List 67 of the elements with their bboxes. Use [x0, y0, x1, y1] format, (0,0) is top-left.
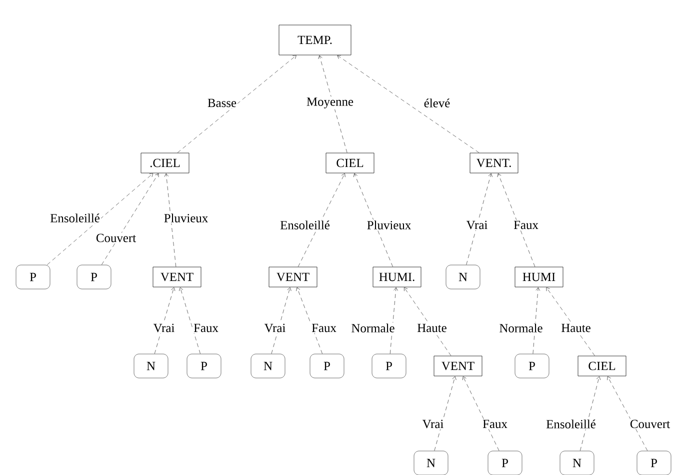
edge-label: Normale [350, 322, 396, 334]
branch-line [46, 173, 154, 265]
edge-label: Vrai [152, 322, 176, 334]
edge-label: Couvert [628, 418, 672, 430]
edge-label: Haute [416, 322, 448, 334]
branch-line [462, 376, 500, 451]
branch-line [296, 287, 323, 354]
edge-label: Faux [192, 322, 220, 334]
edge-label: Faux [512, 220, 540, 230]
edge-label: Vrai [465, 220, 489, 230]
branch-line [607, 376, 648, 451]
leaf-box: P [186, 354, 222, 378]
branch-line [178, 287, 200, 354]
leaf-box: P [514, 354, 550, 378]
edge-label: Faux [310, 322, 338, 334]
leaf-box: N [134, 354, 168, 378]
decision-box: VENT. [470, 152, 518, 174]
branch-line [434, 376, 456, 451]
leaf-box: P [372, 354, 406, 378]
branch-line [466, 173, 492, 265]
edge-label: Ensoleillé [279, 220, 331, 230]
branch-line [390, 287, 398, 354]
edge-label: Couvert [94, 232, 138, 244]
decision-box: VENT [434, 356, 482, 376]
leaf-box: P [636, 450, 672, 475]
edge-label: Moyenne [306, 96, 355, 110]
decision-box: TEMP. [278, 24, 352, 56]
decision-box: CIEL [326, 152, 374, 174]
edge-label: Haute [560, 322, 592, 334]
branch-line [353, 173, 393, 267]
leaf-box: P [488, 450, 522, 475]
leaf-box: N [560, 450, 594, 475]
branch-line [164, 173, 176, 267]
edge-label: Ensoleillé [49, 212, 101, 224]
leaf-box: N [446, 264, 480, 290]
edge-label: Basse [206, 98, 238, 108]
branch-line [580, 376, 601, 451]
decision-box: HUMI [514, 266, 564, 288]
leaf-box: P [16, 264, 50, 290]
leaf-box: N [250, 354, 286, 378]
edge-label: Normale [498, 322, 544, 334]
branch-line [271, 287, 292, 354]
leaf-box: N [414, 450, 448, 475]
decision-box: CIEL [578, 356, 626, 376]
branch-line [154, 287, 176, 354]
decision-box: .CIEL [140, 152, 190, 174]
branch-line [318, 55, 348, 153]
decision-box: VENT [152, 266, 202, 288]
branch-line [101, 173, 159, 265]
branch-line [532, 287, 540, 354]
edge-label: Vrai [421, 418, 445, 430]
leaf-box: P [310, 354, 344, 378]
edge-label: Pluvieux [162, 212, 210, 224]
edge-label: Vrai [263, 322, 287, 334]
leaf-box: P [76, 264, 112, 290]
branch-line [546, 287, 595, 356]
branch-line [337, 55, 480, 153]
branch-line [497, 173, 536, 267]
branch-line [298, 173, 346, 267]
edge-label: Pluvieux [366, 220, 412, 230]
branch-line [404, 287, 452, 356]
edge-label: Faux [482, 418, 508, 430]
branch-line [177, 55, 296, 153]
decision-box: VENT [268, 266, 318, 288]
decision-box: HUMI. [372, 266, 422, 288]
edge-label: élevé [422, 98, 452, 108]
edge-label: Ensoleillé [545, 418, 597, 430]
